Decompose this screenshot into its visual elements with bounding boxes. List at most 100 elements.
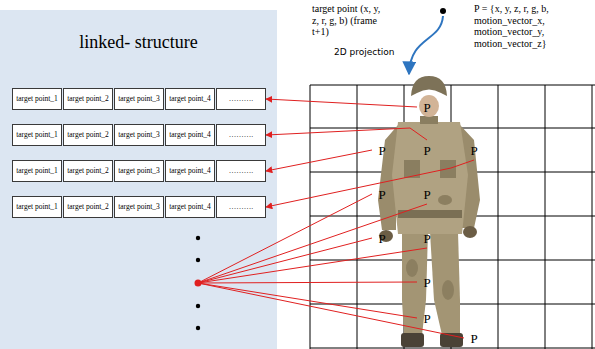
pointer-arrow	[266, 128, 427, 140]
cell-text: ……….	[229, 203, 253, 211]
converge-point	[195, 280, 202, 287]
camo-spot	[442, 280, 454, 300]
leader-line	[198, 283, 417, 318]
target-point-cell: target point_4	[165, 196, 215, 218]
cell-text: target point_2	[67, 167, 109, 175]
projection-grid	[310, 85, 595, 349]
cell-text: target point_2	[67, 131, 109, 139]
grid-line	[310, 85, 311, 349]
grid-line	[498, 85, 499, 349]
cell-text: target point_1	[16, 131, 58, 139]
cell-text: target point_2	[67, 95, 109, 103]
point-marker: P	[417, 140, 437, 160]
leader-line	[198, 194, 372, 283]
point-marker: P	[417, 308, 437, 328]
structure-panel: linked- structuretarget point_1target po…	[0, 10, 277, 349]
ellipsis-dots	[196, 236, 200, 330]
target-point-cell: target point_4	[165, 160, 215, 182]
soldier-torso	[392, 122, 468, 234]
cell-text: target point_3	[118, 95, 160, 103]
note-text: P = {x, y, z, r, g, b, motion_vector_x, …	[474, 3, 593, 49]
ellipsis-cell: ……….	[216, 160, 266, 182]
point-label: P	[423, 144, 430, 157]
ellipsis-dot	[196, 236, 200, 240]
cell-text: target point_1	[16, 95, 58, 103]
target-point-cell: target point_2	[63, 160, 113, 182]
point-label: P	[470, 332, 477, 345]
point-marker: P	[372, 184, 392, 204]
point-label: P	[423, 101, 430, 114]
soldier-leg	[430, 232, 460, 335]
leader-line	[198, 283, 464, 338]
point-label: P	[378, 144, 385, 157]
grid-line	[592, 85, 593, 349]
point-marker: P	[372, 228, 392, 248]
target-point-cell: target point_3	[114, 88, 164, 110]
panel-title: linked- structure	[0, 32, 277, 53]
target-point-cell: target point_1	[12, 124, 62, 146]
ellipsis-cell: ……….	[216, 124, 266, 146]
grid-line	[357, 85, 358, 349]
leader-line	[198, 204, 427, 283]
point-marker: P	[417, 97, 437, 117]
target-point-cell: target point_4	[165, 124, 215, 146]
arrow-label: 2D projection	[334, 47, 404, 57]
soldier-boot	[440, 333, 463, 347]
point-marker: P	[372, 140, 392, 160]
cell-text: ……….	[229, 95, 253, 103]
grid-line	[310, 304, 595, 305]
cell-text: target point_1	[16, 167, 58, 175]
cell-text: target point_1	[16, 203, 58, 211]
cell-text: target point_3	[118, 131, 160, 139]
target-point-cell: target point_4	[165, 88, 215, 110]
ellipsis-dot	[196, 326, 200, 330]
cell-text: target point_4	[169, 131, 211, 139]
target-point-cell: target point_2	[63, 88, 113, 110]
target-point-cell: target point_2	[63, 196, 113, 218]
point-label: P	[423, 232, 430, 245]
point-label: P	[423, 188, 430, 201]
grid-line	[451, 85, 452, 349]
camo-spot	[406, 259, 418, 277]
leader-line	[198, 282, 417, 283]
cell-text: target point_4	[169, 95, 211, 103]
target-point-cell: target point_3	[114, 124, 164, 146]
target-point-dot	[440, 8, 446, 14]
grid-line	[404, 85, 405, 349]
point-marker: P	[464, 140, 484, 160]
pointer-arrow	[266, 160, 474, 207]
soldier-belt	[398, 210, 462, 218]
soldier-arm	[378, 125, 398, 230]
point-marker: P	[417, 272, 437, 292]
target-point-cell: target point_1	[12, 160, 62, 182]
ellipsis-dot	[196, 304, 200, 308]
soldier-helmet	[411, 76, 447, 96]
soldier-arm	[460, 125, 480, 228]
cell-text: target point_4	[169, 167, 211, 175]
cell-text: target point_4	[169, 203, 211, 211]
point-label: P	[423, 312, 430, 325]
point-label: P	[423, 276, 430, 289]
point-label: P	[470, 144, 477, 157]
cell-text: target point_3	[118, 203, 160, 211]
cell-text: target point_2	[67, 203, 109, 211]
ellipsis-cell: ……….	[216, 196, 266, 218]
vest-pouch	[440, 160, 456, 178]
converging-lines	[198, 194, 464, 338]
ellipsis-cell: ……….	[216, 88, 266, 110]
point-marker: P	[417, 184, 437, 204]
note-text: target point (x, y, z, r, g, b) (frame t…	[312, 3, 384, 38]
soldier-hand	[463, 226, 477, 238]
vest-pouch	[404, 160, 420, 178]
soldier-figure	[378, 76, 480, 347]
target-point-cell: target point_3	[114, 160, 164, 182]
point-label: P	[378, 188, 385, 201]
point-marker: P	[464, 328, 484, 348]
cell-text: ……….	[229, 167, 253, 175]
pointer-arrow	[266, 150, 372, 171]
projection-arrow	[409, 16, 443, 74]
point-label: P	[378, 232, 385, 245]
target-point-cell: target point_2	[63, 124, 113, 146]
soldier-collar	[420, 116, 438, 124]
target-point-cell: target point_1	[12, 88, 62, 110]
